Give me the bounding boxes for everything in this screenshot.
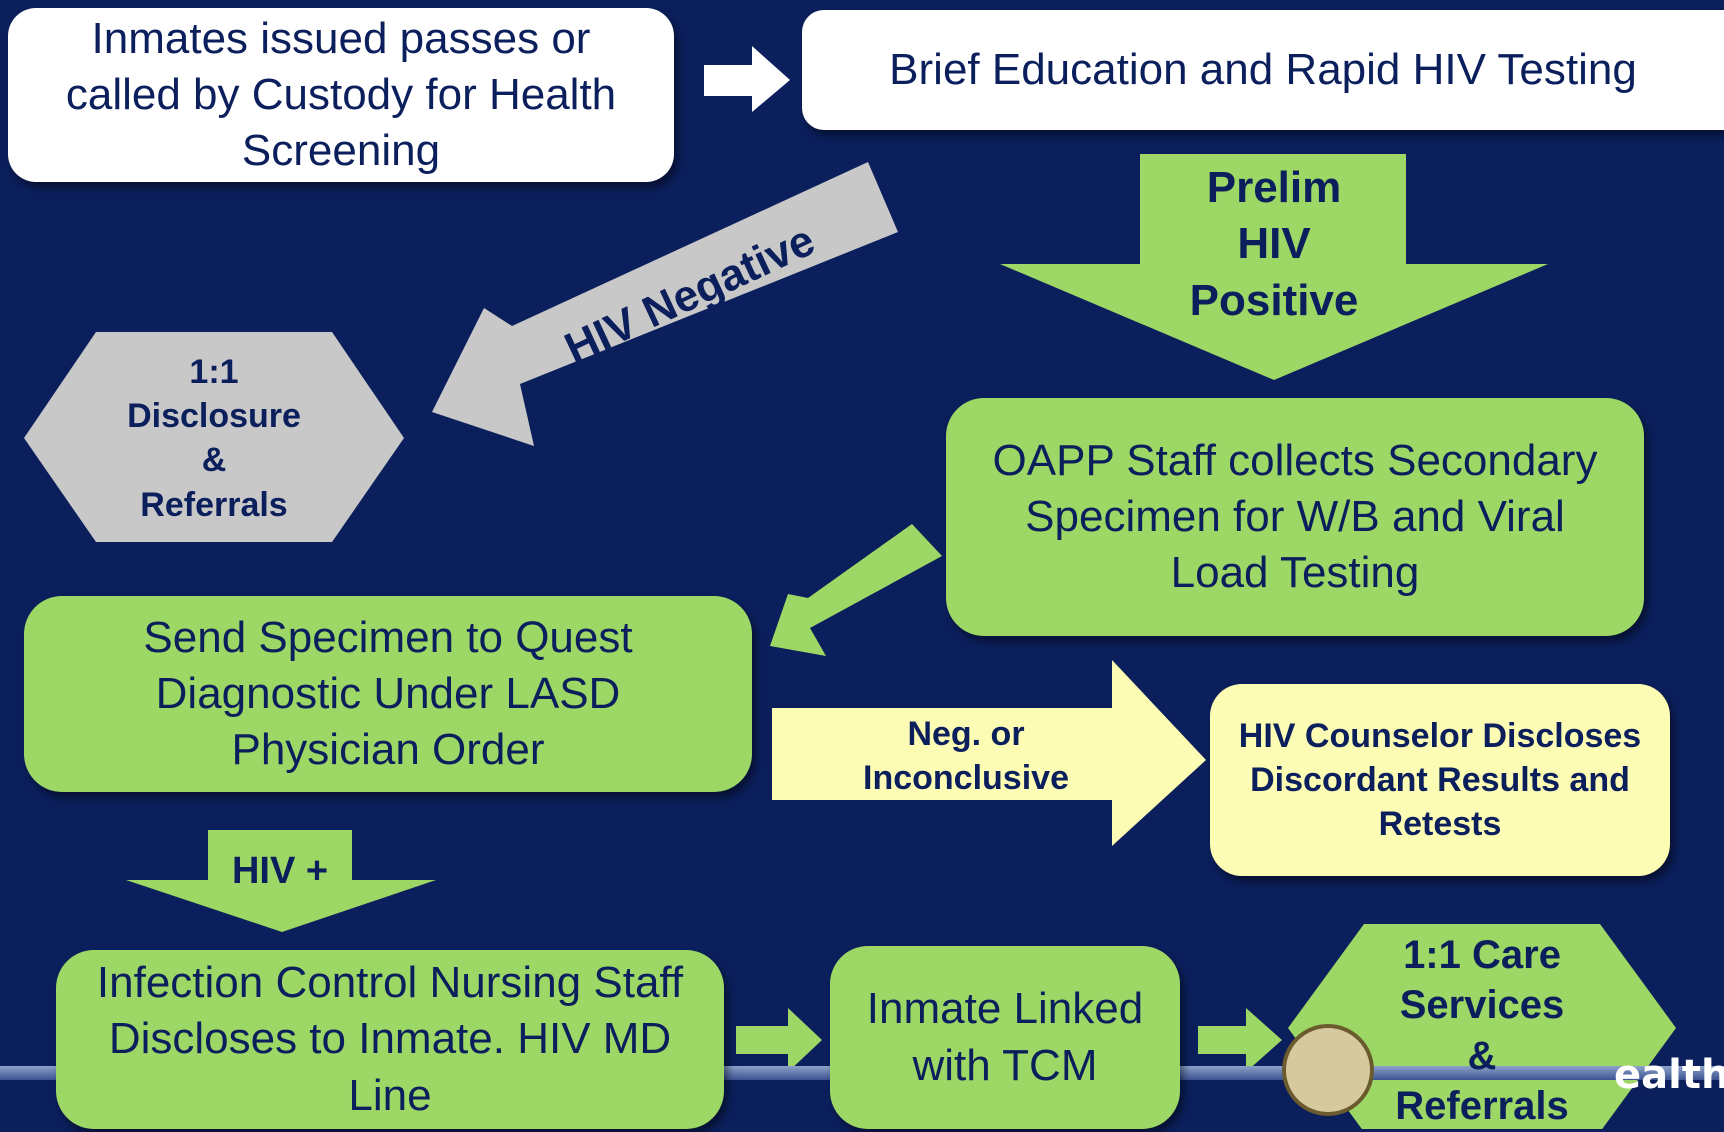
start-box: Inmates issued passes or called by Custo… [8, 8, 674, 182]
arrow-hiv-negative [432, 162, 898, 446]
counselor-text: HIV Counselor Discloses Discordant Resul… [1238, 716, 1642, 844]
nursing-text: Infection Control Nursing Staff Disclose… [96, 958, 684, 1120]
quest-box: Send Specimen to Quest Diagnostic Under … [24, 596, 752, 792]
disclosure-label: 1:1 Disclosure & Referrals [127, 353, 301, 524]
care-services-label: 1:1 Care Services & Referrals [1395, 933, 1569, 1129]
tcm-box: Inmate Linked with TCM [830, 946, 1180, 1129]
arrow-hiv-plus [126, 830, 436, 932]
tcm-text: Inmate Linked with TCM [866, 984, 1144, 1090]
disclosure-hexagon [24, 332, 404, 542]
oapp-box: OAPP Staff collects Secondary Specimen f… [946, 398, 1644, 636]
arrow-neg-inconclusive [772, 660, 1206, 846]
logo-text: ealth [1614, 1052, 1724, 1098]
arrow-oapp-to-quest [770, 524, 942, 656]
counselor-box: HIV Counselor Discloses Discordant Resul… [1210, 684, 1670, 876]
neg-inconclusive-label: Neg. or Inconclusive [863, 715, 1069, 798]
education-text: Brief Education and Rapid HIV Testing [889, 44, 1637, 94]
nursing-box: Infection Control Nursing Staff Disclose… [56, 950, 724, 1129]
arrow-nursing-to-tcm [736, 1008, 822, 1072]
prelim-positive-label: Prelim HIV Positive [1189, 163, 1359, 325]
arrow-prelim-positive [1000, 154, 1548, 380]
hiv-plus-label: HIV + [231, 850, 329, 892]
oapp-text: OAPP Staff collects Secondary Specimen f… [992, 435, 1598, 598]
county-seal-icon [1282, 1024, 1374, 1116]
start-text: Inmates issued passes or called by Custo… [65, 13, 617, 176]
arrow-start-to-education [704, 46, 790, 112]
education-box: Brief Education and Rapid HIV Testing [802, 10, 1724, 130]
quest-text: Send Specimen to Quest Diagnostic Under … [143, 612, 633, 775]
arrow-tcm-to-care [1198, 1008, 1282, 1072]
